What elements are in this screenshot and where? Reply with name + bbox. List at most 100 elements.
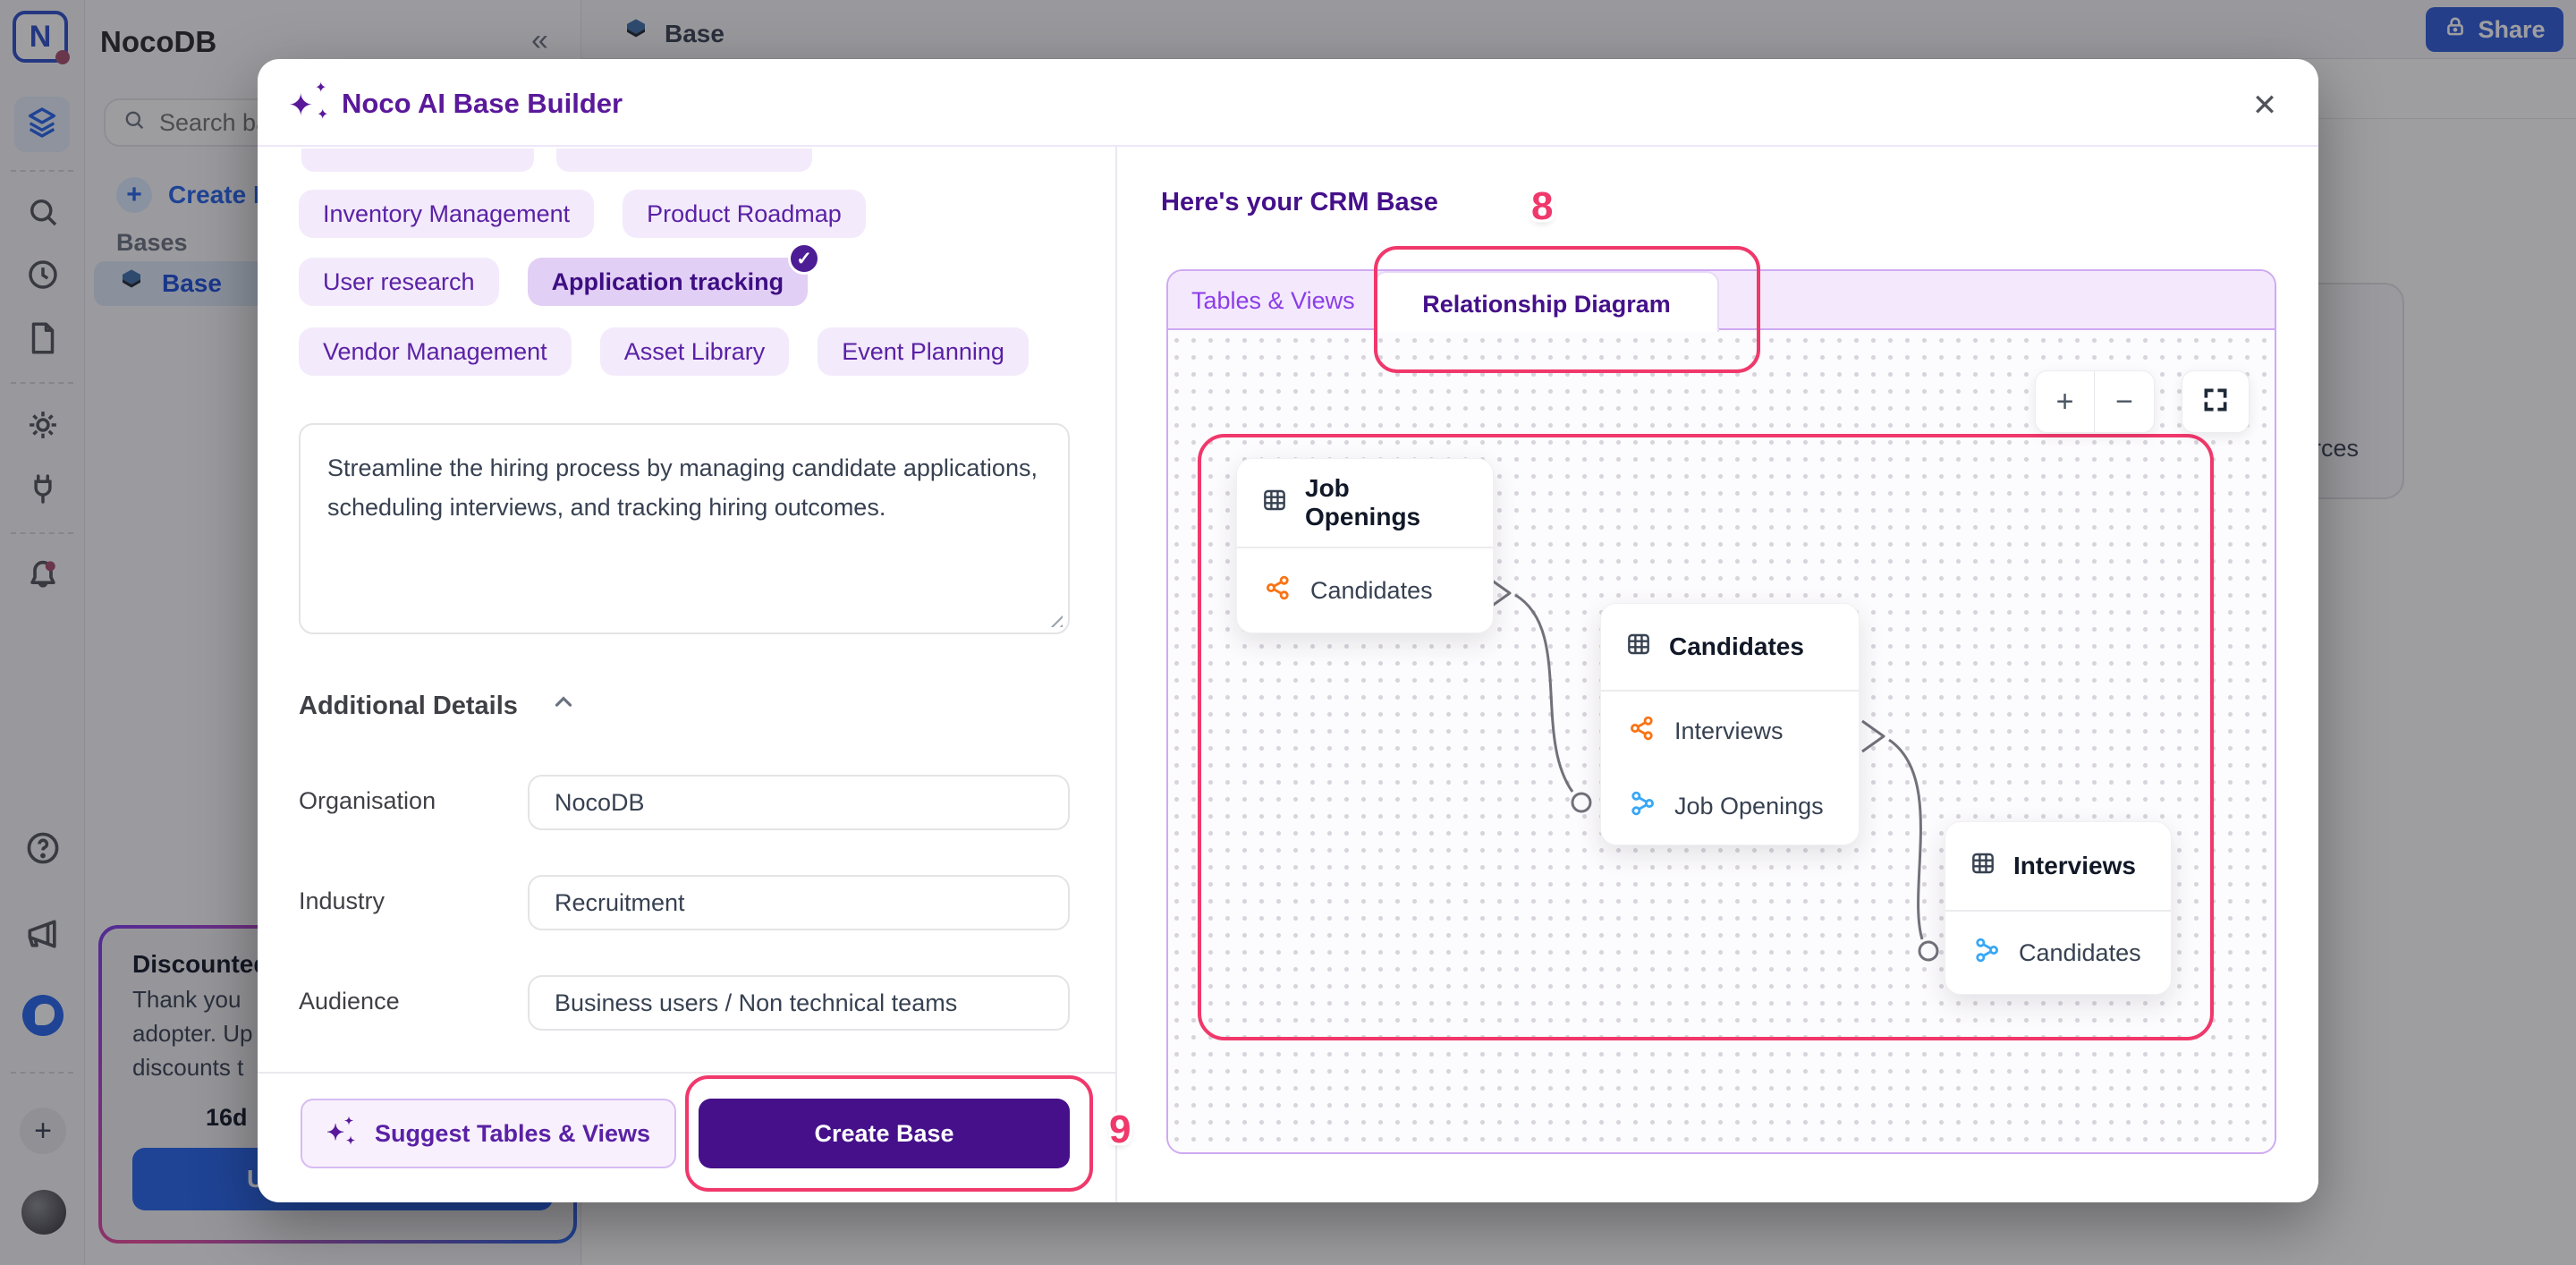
- zoom-out-button[interactable]: −: [2115, 384, 2133, 419]
- tab-relationship-diagram[interactable]: Relationship Diagram: [1374, 271, 1719, 335]
- promo-text-line: discounts t: [132, 1054, 244, 1081]
- sidebar-icon-rail: [0, 0, 85, 1265]
- chip-asset-library[interactable]: Asset Library: [599, 327, 790, 376]
- industry-field: [528, 875, 1070, 930]
- additional-details-toggle[interactable]: Additional Details: [299, 689, 577, 723]
- bases-section-label: Bases: [116, 229, 188, 256]
- zoom-in-button[interactable]: +: [2036, 371, 2095, 432]
- announcements-megaphone-icon[interactable]: [0, 914, 85, 954]
- annotation-rect-step-8: [1374, 246, 1760, 373]
- suggest-tables-views-button[interactable]: ✦✦✦ Suggest Tables & Views: [301, 1099, 676, 1168]
- chip-inventory-management[interactable]: Inventory Management: [299, 190, 595, 238]
- suggest-button-label: Suggest Tables & Views: [374, 1119, 651, 1147]
- chip-user-research[interactable]: User research: [299, 258, 499, 306]
- additional-details-label: Additional Details: [299, 691, 518, 720]
- audience-input[interactable]: [530, 977, 1068, 1029]
- annotation-rect-step-9: [685, 1075, 1093, 1192]
- fullscreen-button[interactable]: [2182, 370, 2250, 433]
- crm-base-heading: Here's your CRM Base: [1161, 188, 1438, 216]
- industry-input[interactable]: [530, 877, 1068, 929]
- table-grid-icon: [1969, 849, 1997, 884]
- relation-row[interactable]: Candidates: [1945, 912, 2171, 994]
- user-avatar[interactable]: [21, 1190, 66, 1235]
- close-icon[interactable]: ✕: [2251, 89, 2278, 123]
- share-button[interactable]: Share: [2426, 7, 2563, 52]
- chip-row: User research Application tracking ✓: [299, 242, 821, 306]
- integrations-plug-icon[interactable]: [0, 471, 85, 508]
- modal-header: [258, 59, 2318, 147]
- field-label-organisation: Organisation: [299, 787, 436, 814]
- add-workspace-button[interactable]: +: [20, 1108, 66, 1154]
- rail-divider: [11, 532, 73, 534]
- relation-label: Candidates: [2019, 938, 2141, 966]
- relationship-connectors: [1487, 576, 1939, 962]
- field-label-audience: Audience: [299, 988, 400, 1015]
- chip-row: Vendor Management Asset Library Event Pl…: [299, 327, 1029, 376]
- collapse-sidebar-icon[interactable]: «: [531, 23, 548, 57]
- recent-icon[interactable]: [0, 256, 85, 293]
- annotation-number-8: 8: [1531, 184, 1554, 228]
- notifications-bell-icon[interactable]: [0, 555, 85, 594]
- layers-icon: [24, 105, 60, 145]
- help-icon[interactable]: [0, 828, 85, 868]
- relation-row[interactable]: Candidates: [1237, 548, 1493, 632]
- base-item-label: Base: [162, 269, 222, 297]
- chip-partial[interactable]: [556, 149, 812, 172]
- background-card-partial-text: rces: [2313, 435, 2360, 462]
- chip-application-tracking-selected[interactable]: Application tracking ✓: [527, 242, 821, 306]
- docs-icon[interactable]: [0, 319, 85, 357]
- relation-hm-icon: [1628, 789, 1657, 824]
- node-header: Interviews: [1945, 822, 2171, 912]
- relation-row[interactable]: Interviews: [1601, 692, 1859, 770]
- settings-gear-icon[interactable]: [0, 406, 85, 444]
- organisation-field: [528, 775, 1070, 830]
- ai-sparkle-icon: ✦✦✦: [288, 81, 329, 123]
- promo-age-badge: 16d: [206, 1104, 248, 1131]
- table-node-job-openings[interactable]: Job Openings Candidates: [1236, 458, 1494, 633]
- chip-product-roadmap[interactable]: Product Roadmap: [623, 190, 866, 238]
- fullscreen-icon: [2200, 385, 2231, 420]
- chip-partial[interactable]: [301, 149, 534, 172]
- audience-field: [528, 975, 1070, 1031]
- tab-tables-views[interactable]: Tables & Views: [1191, 286, 1355, 314]
- relation-label: Job Openings: [1674, 792, 1824, 819]
- node-header: Job Openings: [1237, 459, 1493, 548]
- chip-row: Inventory Management Product Roadmap: [299, 190, 866, 238]
- relation-hm-icon: [1972, 936, 2001, 971]
- node-title: Candidates: [1669, 632, 1804, 660]
- base-tab[interactable]: Base: [622, 16, 724, 51]
- lock-icon: [2444, 15, 2467, 45]
- create-base-button[interactable]: Create Base: [699, 1099, 1070, 1168]
- table-node-candidates[interactable]: Candidates Interviews Job Openings: [1600, 603, 1860, 845]
- description-textarea-wrap: Streamline the hiring process by managin…: [299, 423, 1070, 634]
- search-nav-button[interactable]: [0, 193, 85, 231]
- relation-label: Candidates: [1310, 576, 1433, 604]
- chip-vendor-management[interactable]: Vendor Management: [299, 327, 572, 376]
- sidebar-item-bases[interactable]: [14, 97, 70, 152]
- chip-event-planning[interactable]: Event Planning: [818, 327, 1029, 376]
- relation-row[interactable]: Job Openings: [1601, 770, 1859, 842]
- annotation-rect-diagram: [1198, 434, 2214, 1040]
- organisation-input[interactable]: [530, 777, 1068, 828]
- rail-divider: [11, 1072, 73, 1074]
- modal-title: Noco AI Base Builder: [342, 88, 623, 119]
- chevron-up-icon: [550, 689, 577, 723]
- zoom-controls: + −: [2035, 370, 2155, 433]
- relation-label: Interviews: [1674, 717, 1784, 744]
- table-node-interviews[interactable]: Interviews Candidates: [1945, 821, 2172, 995]
- table-grid-icon: [1260, 486, 1289, 521]
- description-textarea[interactable]: Streamline the hiring process by managin…: [301, 425, 1068, 632]
- workspace-title: NocoDB: [100, 25, 217, 58]
- base-tab-label: Base: [665, 19, 724, 47]
- field-label-industry: Industry: [299, 887, 386, 914]
- assistant-orb-icon[interactable]: [22, 995, 64, 1036]
- relation-mm-icon: [1264, 573, 1292, 608]
- table-grid-icon: [1624, 630, 1653, 665]
- promo-title: Discounted: [132, 950, 269, 978]
- rail-divider: [11, 382, 73, 384]
- check-badge-icon: ✓: [788, 242, 821, 275]
- base-hexagon-icon: [117, 267, 146, 301]
- annotation-number-9: 9: [1109, 1108, 1131, 1151]
- search-icon: [122, 107, 147, 139]
- relation-mm-icon: [1628, 714, 1657, 749]
